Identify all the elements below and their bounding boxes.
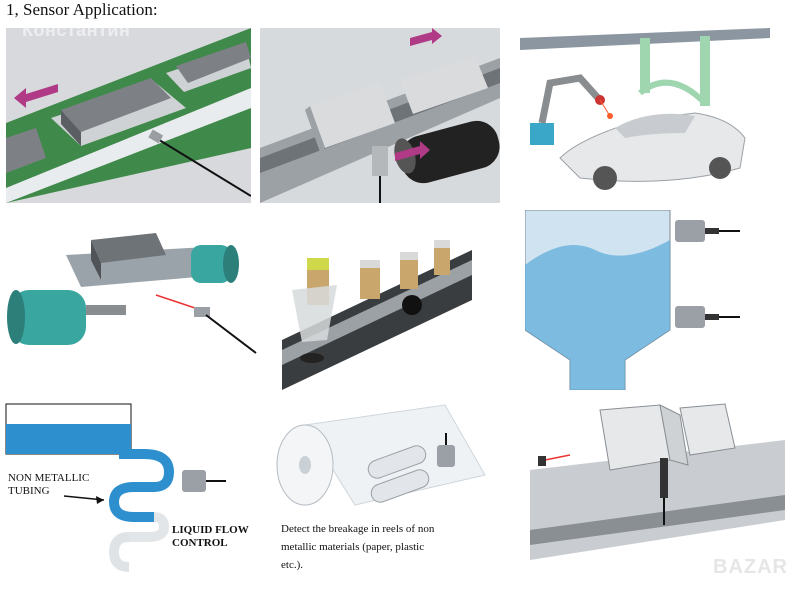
reel-caption-line3: etc.). [281, 559, 303, 571]
reel-caption-line1: Detect the breakage in reels of non [281, 523, 435, 535]
robot-welding-illustration [520, 28, 780, 203]
label-tubing-line1: NON METALLIC [8, 472, 90, 484]
label-flow-line2: CONTROL [172, 537, 228, 549]
label-flow-line1: LIQUID FLOW [172, 524, 249, 536]
tool-inspection-illustration [260, 28, 500, 203]
panel-pcb-conveyor [6, 28, 251, 203]
panel-tool-inspection [260, 28, 500, 203]
pcb-conveyor-illustration [6, 28, 251, 203]
brand-watermark: BAZAR [713, 556, 788, 578]
tank-level-illustration [525, 210, 780, 390]
label-tubing-line2: TUBING [8, 485, 50, 497]
watermark-text: Константин [22, 20, 131, 40]
page-title: 1, Sensor Application: [6, 0, 158, 19]
packaging-line-illustration [530, 400, 785, 580]
reel-caption-line2: metallic materials (paper, plastic [281, 541, 425, 553]
panel-bottle-cap [282, 230, 472, 390]
panel-motor-shaft [6, 225, 261, 375]
panel-tank-level [525, 210, 780, 390]
panel-reel-breakage: Detect the breakage in reels of non meta… [275, 395, 490, 580]
motor-shaft-illustration [6, 225, 261, 375]
bottle-cap-illustration [282, 230, 472, 390]
reel-breakage-illustration [275, 395, 490, 580]
panel-packaging-line [530, 400, 785, 580]
panel-robot-welding [520, 28, 780, 203]
panel-liquid-flow: NON METALLIC TUBING LIQUID FLOW CONTROL [4, 402, 259, 577]
liquid-flow-illustration [4, 402, 259, 577]
